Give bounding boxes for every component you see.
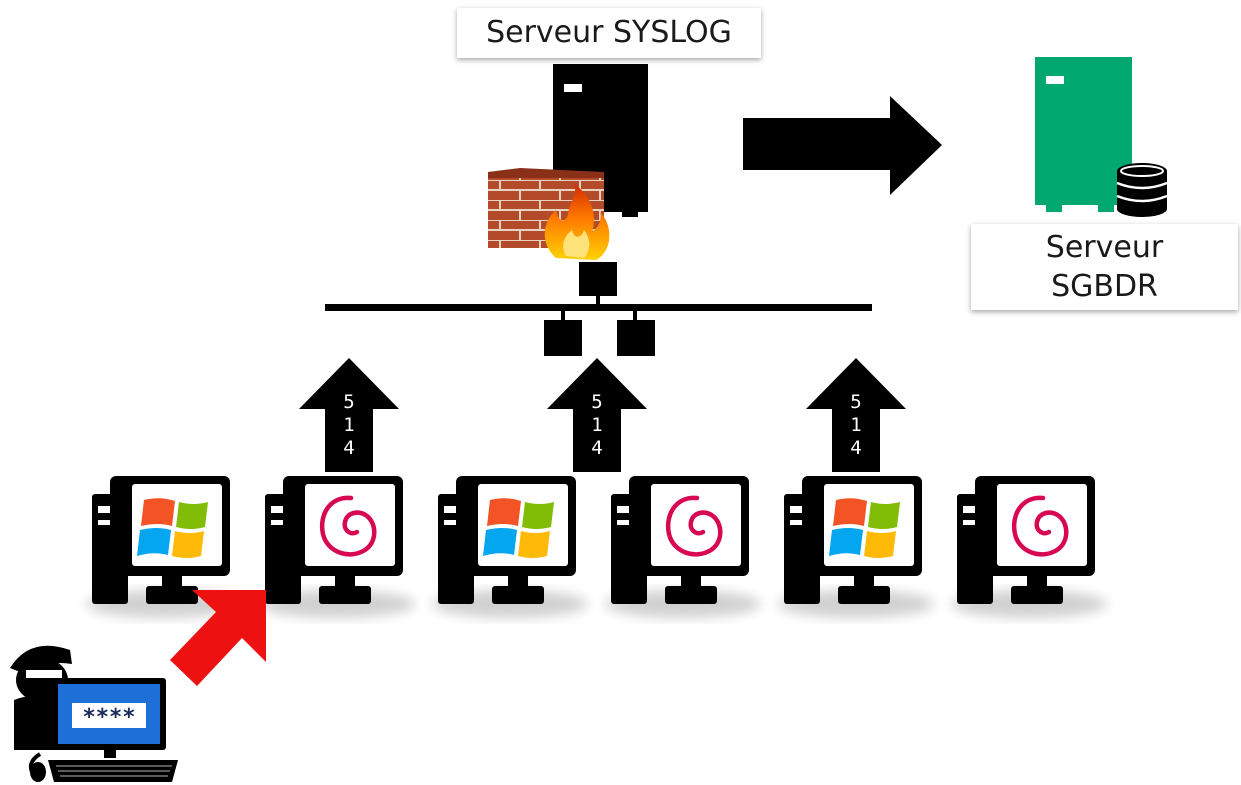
sgbdr-label-line2: SGBDR	[1051, 269, 1158, 304]
port-digit: 1	[591, 414, 602, 436]
port-digit: 5	[850, 391, 861, 413]
port-digit: 4	[343, 437, 354, 459]
workstation-6	[951, 476, 1107, 618]
fire-icon	[544, 184, 610, 260]
workstation-2	[259, 476, 415, 618]
workstation-4	[605, 476, 761, 618]
workstation-1	[86, 476, 242, 618]
port-digit: 5	[343, 391, 354, 413]
port-arrow-2: 514	[547, 358, 647, 472]
firewall-icon	[488, 168, 610, 260]
syslog-server-label: Serveur SYSLOG	[457, 8, 761, 58]
attacker-computer-icon: ****	[28, 678, 178, 782]
port-digit: 1	[343, 414, 354, 436]
port-digit: 1	[850, 414, 861, 436]
workstation-3	[432, 476, 588, 618]
attacker-icon: ****	[10, 645, 178, 782]
port-digit: 4	[850, 437, 861, 459]
syslog-to-sgbdr-arrow	[743, 96, 942, 195]
attack-arrow	[170, 590, 266, 686]
port-digit: 4	[591, 437, 602, 459]
database-icon	[1116, 163, 1168, 217]
port-arrow-3: 514	[806, 358, 906, 472]
port-arrow-1: 514	[299, 358, 399, 472]
port-digit: 5	[591, 391, 602, 413]
sgbdr-label-line1: Serveur	[1045, 230, 1164, 265]
workstation-5	[778, 476, 934, 618]
network-bus	[325, 262, 872, 356]
password-field: ****	[83, 705, 136, 730]
sgbdr-server-icon	[1035, 57, 1168, 217]
sgbdr-server-label: Serveur SGBDR	[971, 224, 1238, 310]
